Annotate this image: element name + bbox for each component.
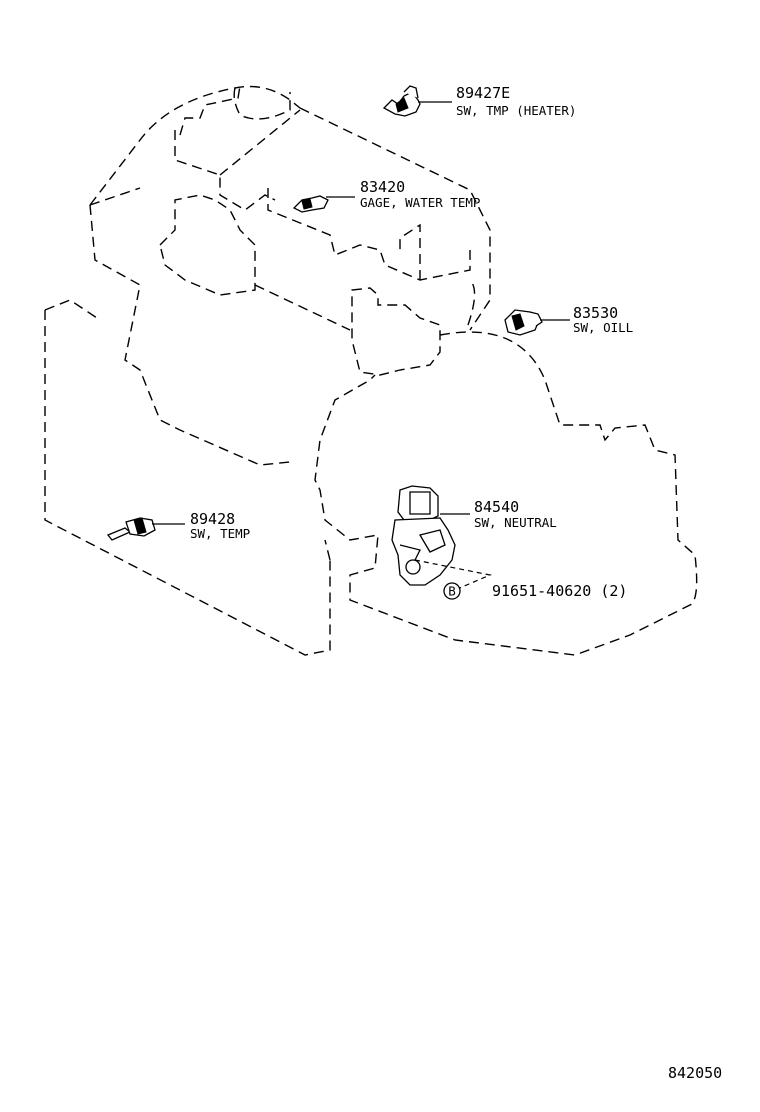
bolt-marker: B [443,582,461,600]
engine-outline [44,85,698,656]
heater-temp-switch-icon [382,85,452,117]
bolt-number: 91651-40620 (2) [492,582,627,600]
water-temp-gage-icon [292,195,355,213]
bolt-marker-letter: B [448,584,456,599]
water-temp-gage-name: GAGE, WATER TEMP [360,195,480,210]
temp-switch-number: 89428 [190,510,235,528]
temp-switch-icon [106,517,185,541]
water-temp-gage-number: 83420 [360,178,405,196]
neutral-switch-number: 84540 [474,498,519,516]
neutral-switch-icon [391,485,493,591]
oil-switch-number: 83530 [573,304,618,322]
figure-number: 842050 [668,1064,722,1082]
oil-switch-icon [504,309,570,336]
heater-temp-switch-name: SW, TMP (HEATER) [456,103,576,118]
heater-temp-switch-number: 89427E [456,84,510,102]
neutral-switch-name: SW, NEUTRAL [474,515,557,530]
temp-switch-name: SW, TEMP [190,526,250,541]
oil-switch-name: SW, OILL [573,320,633,335]
